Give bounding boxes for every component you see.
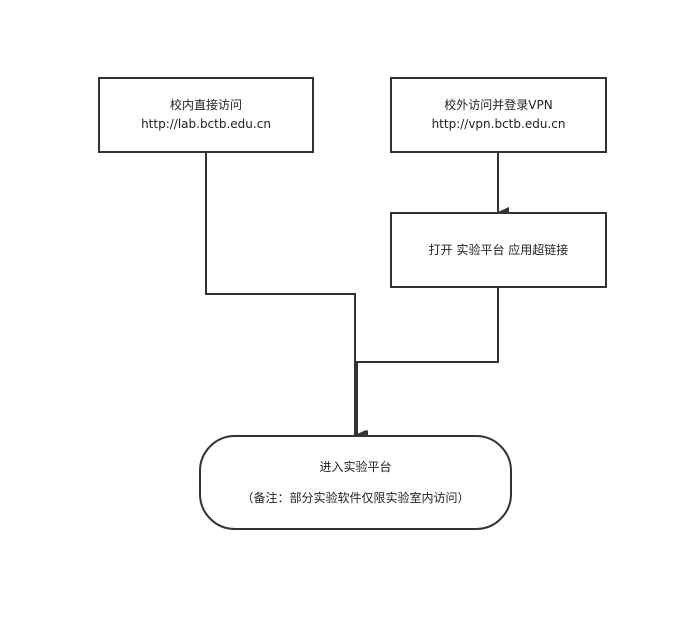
- node-open-link: 打开 实验平台 应用超链接: [390, 212, 607, 288]
- node-enter-platform: 进入实验平台 （备注：部分实验软件仅限实验室内访问）: [199, 435, 512, 530]
- edge-campus-to-enter: [205, 153, 366, 440]
- node-vpn-access-url: http://vpn.bctb.edu.cn: [431, 117, 566, 131]
- edge-open-to-enter: [356, 288, 499, 440]
- node-enter-platform-title: 进入实验平台: [319, 459, 392, 474]
- node-vpn-access-title: 校外访问并登录VPN: [444, 98, 553, 112]
- node-campus-access: 校内直接访问 http://lab.bctb.edu.cn: [98, 77, 314, 153]
- node-campus-access-title: 校内直接访问: [169, 98, 242, 112]
- node-enter-platform-note: （备注：部分实验软件仅限实验室内访问）: [241, 490, 470, 505]
- node-vpn-access: 校外访问并登录VPN http://vpn.bctb.edu.cn: [390, 77, 607, 153]
- node-campus-access-url: http://lab.bctb.edu.cn: [141, 117, 271, 131]
- node-open-link-title: 打开 实验平台 应用超链接: [428, 242, 569, 257]
